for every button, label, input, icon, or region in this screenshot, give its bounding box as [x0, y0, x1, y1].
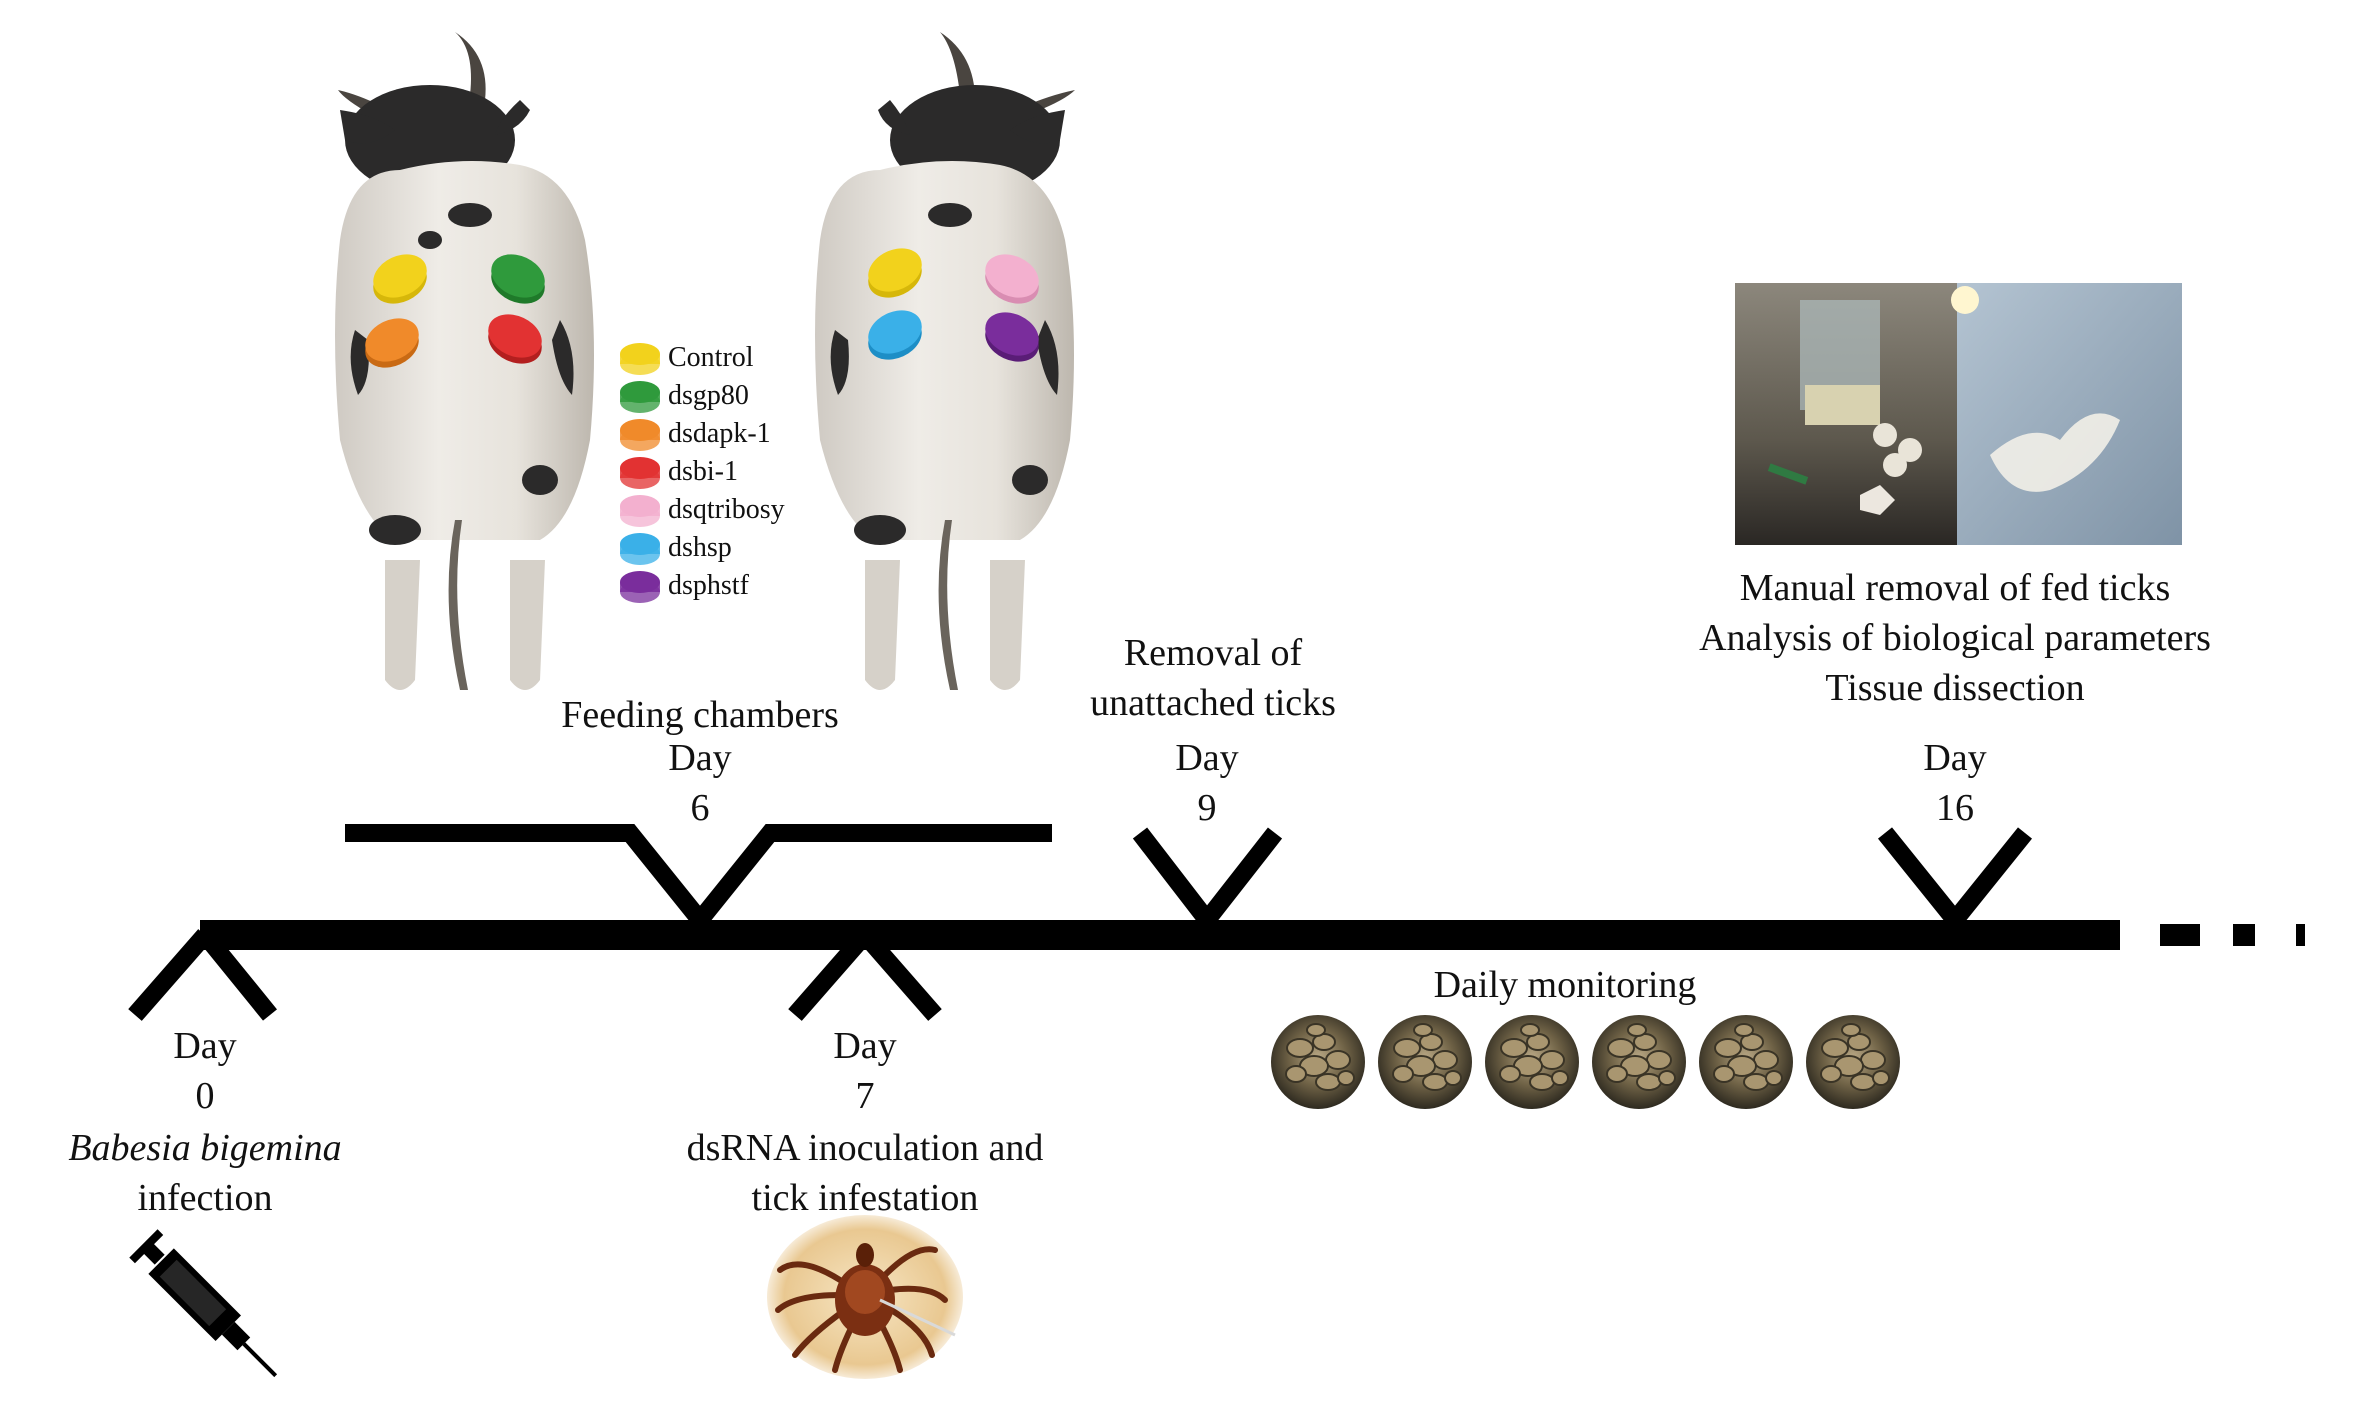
day0-label: Day: [173, 1025, 236, 1067]
timeline-axis: [200, 920, 2120, 950]
cow-right-ear-right: [1010, 110, 1065, 144]
legend-swatch-top: [620, 457, 660, 479]
feeding-chamber-dsdapk-1: [365, 318, 419, 368]
feeding-chamber-dsqtribosy: [985, 254, 1039, 304]
feeding-chambers-title: Feeding chambers: [561, 694, 839, 736]
day16-label: Day: [1923, 737, 1986, 779]
cow-right-spot: [1037, 320, 1059, 395]
legend-item: dsphstf: [620, 570, 750, 603]
cow-right-spot: [1012, 465, 1048, 495]
cow-left-leg: [385, 560, 420, 690]
legend-swatch-top: [620, 533, 660, 555]
feeding-chamber-dshsp: [868, 310, 922, 360]
feeding-chamber-dsbi-1: [488, 314, 542, 364]
day0-line1: Babesia bigemina: [68, 1127, 341, 1169]
legend-item: dsdapk-1: [620, 418, 771, 451]
egg-circle: [1271, 1015, 1365, 1109]
feeding-chamber-dsphstf: [985, 312, 1039, 362]
egg-circle: [1592, 1015, 1686, 1109]
legend-label: dsdapk-1: [668, 418, 771, 449]
cow-right-ear: [878, 100, 910, 135]
feeding-chamber-control-2: [868, 248, 922, 298]
lab-photo: [1735, 283, 2182, 545]
legend-item: Control: [620, 342, 754, 375]
legend-item: dshsp: [620, 532, 732, 565]
day9-number: 9: [1198, 787, 1217, 829]
feeding-chamber-control: [373, 254, 427, 304]
legend-swatch-top: [620, 343, 660, 365]
cow-left-spot: [448, 203, 492, 227]
cow-left-spot: [369, 515, 421, 545]
cow-left-horn: [455, 32, 486, 100]
syringe-icon: [129, 1229, 278, 1378]
cow-left-spot: [552, 320, 574, 395]
day9-label: Day: [1175, 737, 1238, 779]
cow-right-leg: [865, 560, 900, 690]
cow-left-spot: [522, 465, 558, 495]
legend-label: dsqtribosy: [668, 494, 785, 525]
day16-line3: Tissue dissection: [1825, 667, 2084, 709]
cow-right-leg: [990, 560, 1025, 690]
marker-day7: [788, 929, 942, 1021]
marker-day9: [1132, 827, 1283, 935]
marker-day16: [1877, 827, 2033, 935]
legend-label: dsgp80: [668, 380, 749, 411]
day9-line1: Removal of: [1124, 632, 1303, 674]
cow-left: [335, 32, 594, 690]
legend-item: dsgp80: [620, 380, 749, 413]
egg-circle: [1806, 1015, 1900, 1109]
legend-label: Control: [668, 342, 754, 373]
timeline-dash: [2296, 924, 2305, 946]
legend-label: dsbi-1: [668, 456, 738, 487]
cow-left-leg: [510, 560, 545, 690]
cow-right-spot: [830, 330, 849, 395]
marker-day0: [128, 929, 277, 1021]
day16-line2: Analysis of biological parameters: [1699, 617, 2211, 659]
cow-left-ear-right: [495, 100, 530, 135]
day7-line1: dsRNA inoculation and: [687, 1127, 1044, 1169]
tick-eggs-photo: [1271, 1015, 1900, 1109]
tick-photo: [767, 1215, 963, 1379]
legend-swatch-top: [620, 495, 660, 517]
day9-line2: unattached ticks: [1090, 682, 1336, 724]
day0-number: 0: [196, 1075, 215, 1117]
cow-left-ear: [340, 110, 395, 144]
day6-number: 6: [691, 787, 710, 829]
marker-day6: [345, 824, 1052, 935]
legend-swatch-top: [620, 571, 660, 593]
day6-label: Day: [668, 737, 731, 779]
timeline: [128, 824, 2305, 1021]
cow-right-spot: [854, 515, 906, 545]
legend-item: dsqtribosy: [620, 494, 785, 527]
day0-line2: infection: [137, 1177, 272, 1219]
egg-circle: [1378, 1015, 1472, 1109]
cow-left-spot: [350, 330, 369, 395]
timeline-dash: [2233, 924, 2255, 946]
legend-label: dsphstf: [668, 570, 750, 601]
cow-right-spot: [928, 203, 972, 227]
day16-line1: Manual removal of fed ticks: [1740, 567, 2171, 609]
daily-monitoring-label: Daily monitoring: [1434, 964, 1697, 1006]
day16-number: 16: [1936, 787, 1974, 829]
cow-right-tail: [938, 520, 958, 690]
legend-swatch-top: [620, 419, 660, 441]
egg-circle: [1485, 1015, 1579, 1109]
legend-label: dshsp: [668, 532, 732, 563]
legend: Control dsgp80 dsdapk-1 dsbi-1 dsqtribosy dsh…: [620, 342, 785, 603]
legend-swatch-top: [620, 381, 660, 403]
day7-line2: tick infestation: [752, 1177, 979, 1219]
feeding-chamber-dsgp80: [491, 254, 545, 304]
legend-item: dsbi-1: [620, 456, 738, 489]
cow-left-tail: [448, 520, 468, 690]
day7-label: Day: [833, 1025, 896, 1067]
timeline-dash: [2160, 924, 2200, 946]
day7-number: 7: [856, 1075, 875, 1117]
cow-left-spot: [418, 231, 442, 249]
egg-circle: [1699, 1015, 1793, 1109]
cow-right-horn: [940, 32, 975, 100]
cow-right: [815, 32, 1075, 690]
